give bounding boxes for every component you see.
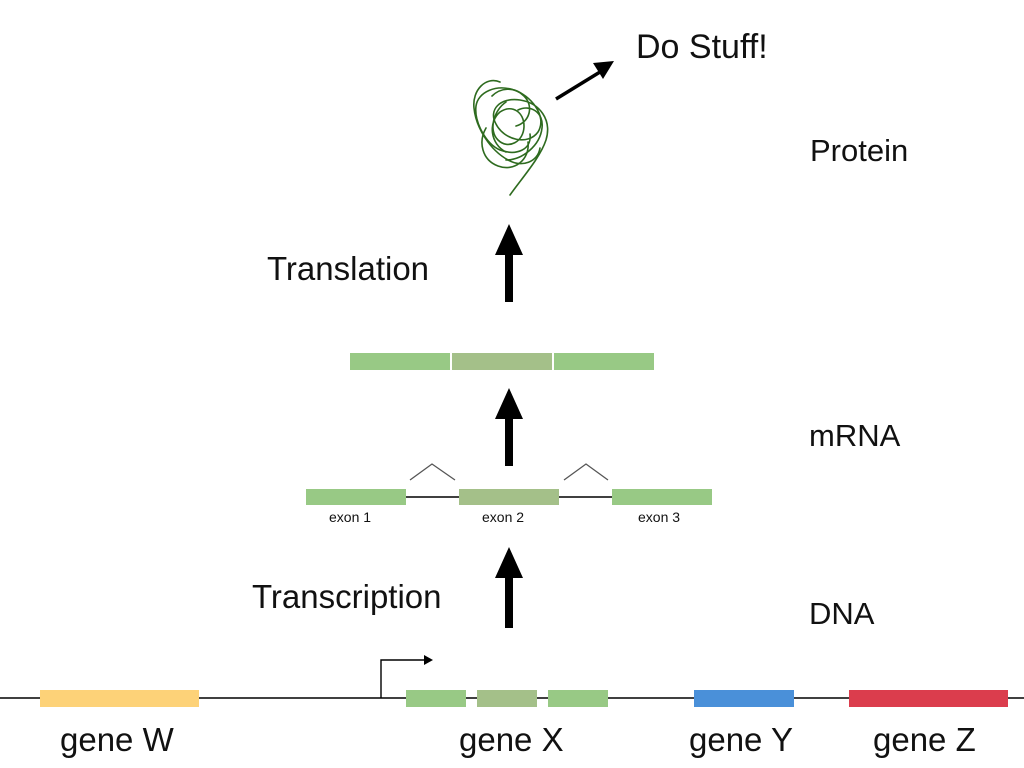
translation-up-arrow-icon <box>495 224 523 302</box>
mrna-exon-3-block <box>554 353 654 370</box>
do-stuff-arrow-icon <box>555 61 614 101</box>
do-stuff-label: Do Stuff! <box>636 28 768 66</box>
gene-x-exon-3-block <box>548 690 608 707</box>
gene-w-label: gene W <box>60 721 174 758</box>
dna-stage-label: DNA <box>809 596 875 631</box>
gene-x-exon-1-block <box>406 690 466 707</box>
pre-mrna-exon-1-block <box>306 489 406 505</box>
transcription-step-label: Transcription <box>252 578 442 615</box>
gene-x-exon-2-block <box>477 690 537 707</box>
exon-3-label: exon 3 <box>638 509 681 525</box>
splice-junction-1-icon <box>409 463 456 481</box>
exon-1-label: exon 1 <box>329 509 372 525</box>
gene-z-block <box>849 690 1008 707</box>
promoter-arrow-icon <box>380 659 424 698</box>
splice-junction-2-icon <box>563 463 609 481</box>
splicing-up-arrow-icon <box>495 388 523 466</box>
gene-z-label: gene Z <box>873 721 976 758</box>
exon-2-label: exon 2 <box>482 509 525 525</box>
translation-step-label: Translation <box>267 250 430 287</box>
pre-mrna-exon-2-block <box>459 489 559 505</box>
mrna-stage-label: mRNA <box>809 418 901 453</box>
gene-y-label: gene Y <box>689 721 793 758</box>
pre-mrna-exon-3-block <box>612 489 712 505</box>
gene-w-block <box>40 690 199 707</box>
promoter-arrowhead <box>424 655 433 665</box>
mrna-exon-1-block <box>350 353 450 370</box>
gene-y-block <box>694 690 794 707</box>
mrna-exon-2-block <box>452 353 552 370</box>
gene-x-label: gene X <box>459 721 564 758</box>
transcription-up-arrow-icon <box>495 547 523 628</box>
protein-stage-label: Protein <box>810 133 909 168</box>
protein-squiggle-icon <box>473 79 549 196</box>
